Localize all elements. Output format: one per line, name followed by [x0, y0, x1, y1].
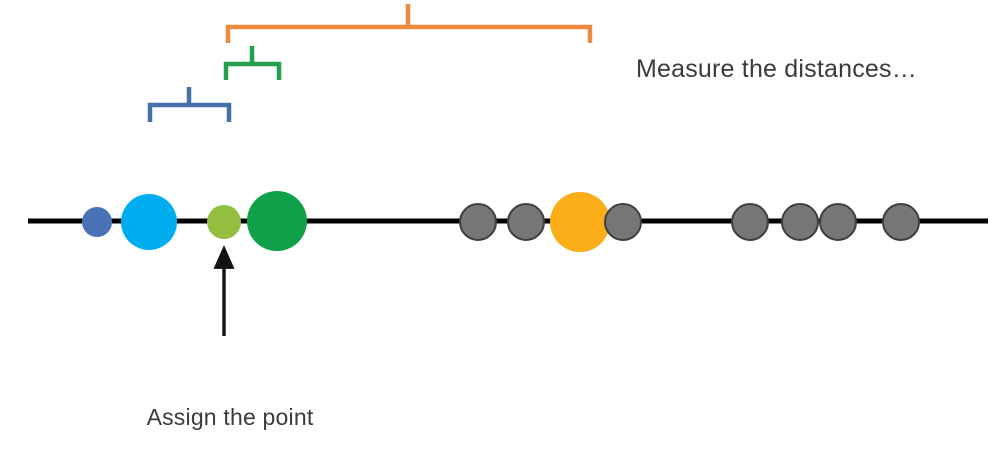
point-gray-2 — [507, 203, 545, 241]
distance-brace-blue — [147, 87, 232, 122]
point-green-large — [247, 191, 307, 251]
point-orange — [550, 192, 610, 252]
point-gray-1 — [459, 203, 497, 241]
distance-braces-group — [147, 4, 593, 122]
data-points-group — [82, 191, 920, 252]
point-olive — [207, 205, 241, 239]
assign-point-caption: Assign the point to the nearest cluster. — [124, 340, 336, 454]
assign-caption-line-1: Assign the point — [146, 404, 314, 430]
point-blue-small — [82, 207, 112, 237]
distance-brace-orange — [225, 4, 593, 43]
distance-brace-green — [223, 46, 282, 80]
measure-distances-label: Measure the distances… — [636, 55, 917, 83]
point-gray-5 — [781, 203, 819, 241]
point-cyan-large — [121, 194, 177, 250]
distance-brace-green-path — [223, 46, 282, 80]
point-gray-7 — [882, 203, 920, 241]
point-gray-4 — [731, 203, 769, 241]
point-gray-6 — [819, 203, 857, 241]
distance-brace-orange-path — [225, 4, 593, 43]
point-gray-3 — [604, 203, 642, 241]
distance-brace-blue-path — [147, 87, 232, 122]
